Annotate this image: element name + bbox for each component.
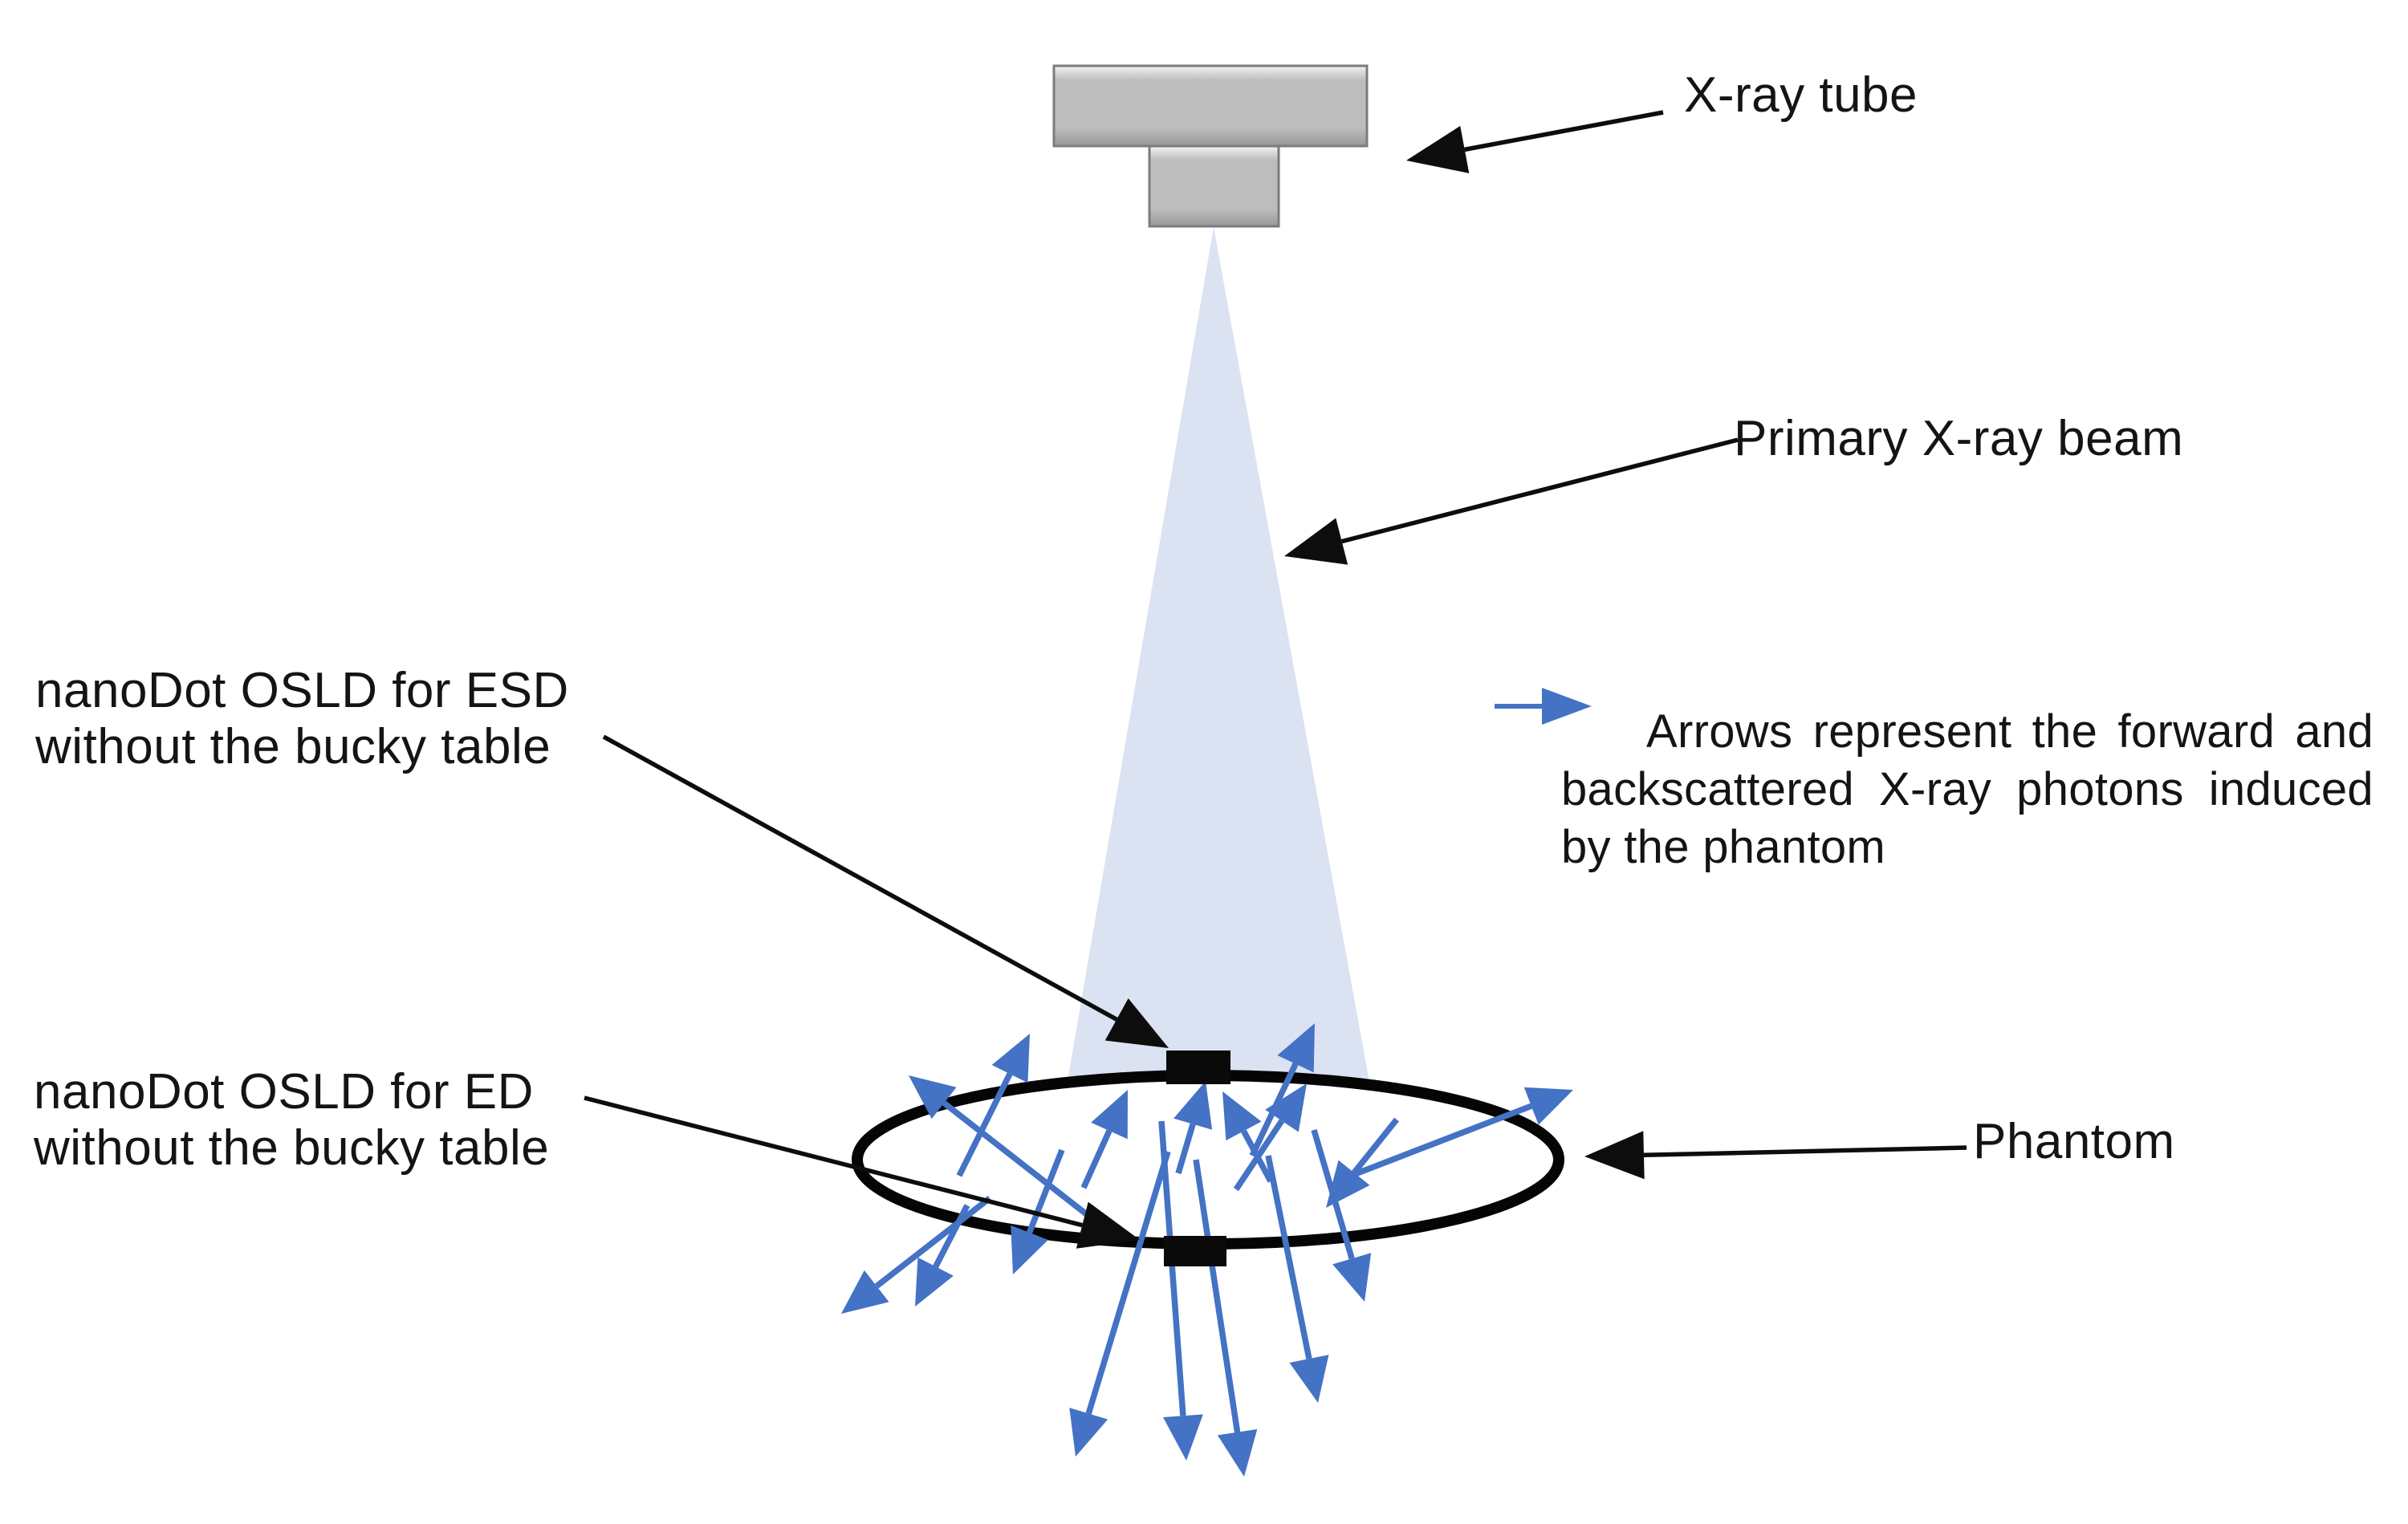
forward-photon-arrow-11-head [915,1257,954,1307]
xray-tube-label: X-ray tube [1684,67,1918,123]
xray-tube-leader-shaft [1464,110,1664,152]
forward-photon-arrow-11-shaft [933,1204,970,1268]
forward-photon-arrow-15-head [1289,1355,1329,1403]
backscatter-photon-arrow-3-shaft [1080,1129,1112,1189]
osld-esd-leader-shaft [602,734,1118,1022]
forward-photon-arrow-12-shaft [1085,1150,1171,1415]
primary-beam-cone [1067,227,1370,1086]
backscatter-photon-arrow-5-head [1222,1091,1262,1141]
backscatter-photon-arrow-6-shaft [1233,1119,1285,1192]
phantom-leader-head [1584,1131,1645,1180]
forward-photon-arrow-9-head [841,1270,889,1314]
osld-ed-label: nanoDot OSLD for ED without the bucky ta… [34,1064,550,1176]
backscatter-photon-arrow-1-shaft [942,1100,1094,1221]
xray-tube-leader-head [1406,125,1470,173]
xray-tube-port [1148,144,1280,228]
phantom-leader-shaft [1643,1145,1967,1158]
forward-photon-arrow-14-head [1217,1428,1258,1477]
backscatter-photon-arrow-7-head [1277,1023,1315,1073]
osld-esd-label: nanoDot OSLD for ESD without the bucky t… [35,663,569,774]
xray-tube-body [1052,64,1369,148]
forward-photon-arrow-17-shaft [1352,1117,1399,1175]
forward-photon-arrow-17-head [1326,1160,1370,1208]
forward-photon-arrow-10-shaft [1027,1148,1065,1234]
primary-beam-leader-shaft [1340,437,1739,544]
osld-esd-leader-head [1104,998,1169,1048]
forward-photon-arrow-14-shaft [1193,1159,1241,1433]
backscatter-photon-arrow-2-shaft [956,1072,1013,1177]
backscatter-photon-arrow-6-head [1265,1083,1307,1132]
osld-ed-leader-shaft [584,1095,1083,1228]
forward-photon-arrow-10-head [1011,1225,1048,1274]
backscatter-photon-arrow-4-shaft [1175,1123,1196,1175]
osld-ed-leader-head [1076,1201,1140,1249]
forward-photon-arrow-16-head [1332,1253,1372,1302]
backscatter-photon-arrow-7-shaft [1249,1063,1299,1157]
backscatter-photon-arrow-3-head [1091,1090,1128,1140]
backscatter-photon-arrow-8-shaft [1349,1103,1533,1179]
forward-photon-arrow-15-shaft [1265,1155,1312,1359]
osld-esd-marker [1166,1051,1230,1084]
forward-photon-arrow-9-shaft [874,1196,992,1289]
forward-photon-arrow-12-head [1069,1408,1108,1457]
legend-sample-arrow-head [1542,688,1592,725]
phantom-label: Phantom [1973,1114,2175,1169]
forward-photon-arrow-13-shaft [1158,1120,1186,1416]
osld-ed-marker [1164,1236,1226,1266]
primary-beam-label: Primary X-ray beam [1734,411,2184,466]
backscatter-photon-arrow-2-head [991,1034,1030,1083]
forward-photon-arrow-13-head [1162,1414,1203,1461]
backscatter-photon-arrow-8-head [1523,1087,1573,1125]
legend-caption: Arrows represent the forward and backsca… [1561,705,2373,873]
backscatter-photon-arrow-1-head [909,1075,957,1120]
backscatter-photon-arrow-4-head [1173,1081,1213,1130]
primary-beam-leader-head [1284,518,1348,565]
